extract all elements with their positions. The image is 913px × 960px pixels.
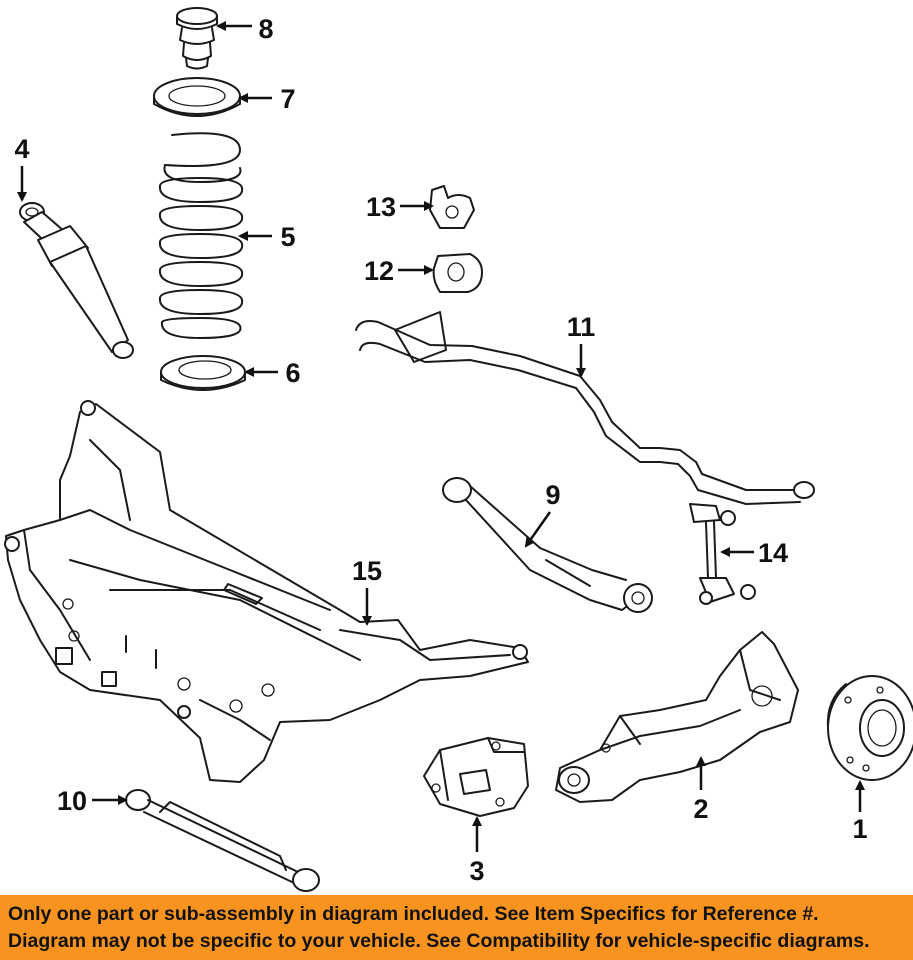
callout-2: 2 xyxy=(693,794,708,824)
callout-4: 4 xyxy=(14,134,29,164)
callout-1: 1 xyxy=(852,814,867,844)
callout-10: 10 xyxy=(57,786,87,816)
disclaimer-banner: Only one part or sub-assembly in diagram… xyxy=(0,895,913,960)
lower-control-arm-part xyxy=(125,789,320,892)
callout-14: 14 xyxy=(758,538,788,568)
callout-arrows xyxy=(17,21,865,852)
callout-8: 8 xyxy=(258,14,273,44)
stabilizer-bushing-part xyxy=(432,253,483,293)
callout-11: 11 xyxy=(567,312,596,342)
callout-6: 6 xyxy=(285,358,300,388)
stabilizer-bar-part xyxy=(355,311,815,505)
callout-3: 3 xyxy=(469,856,484,886)
callout-5: 5 xyxy=(280,222,295,252)
callout-9: 9 xyxy=(545,480,560,510)
stabilizer-link-part xyxy=(689,503,756,605)
lower-spring-seat-part xyxy=(160,355,246,391)
callout-15: 15 xyxy=(352,556,382,586)
shock-absorber-part xyxy=(19,202,134,359)
subframe-part xyxy=(4,400,529,783)
hub-bearing-part xyxy=(826,675,913,781)
callout-12: 12 xyxy=(364,256,394,286)
knuckle-part xyxy=(555,631,799,803)
stabilizer-bracket-part xyxy=(429,185,475,229)
disclaimer-line-1: Only one part or sub-assembly in diagram… xyxy=(8,903,819,925)
rear-suspension-diagram: 1 2 3 4 5 6 7 8 9 10 11 12 13 14 15 xyxy=(4,7,913,892)
callout-labels: 1 2 3 4 5 6 7 8 9 10 11 12 13 14 15 xyxy=(14,14,867,886)
mounting-bracket-part xyxy=(423,737,529,817)
coil-spring-part xyxy=(158,132,244,339)
callout-7: 7 xyxy=(280,84,295,114)
callout-13: 13 xyxy=(366,192,396,222)
arrow-9 xyxy=(524,511,552,548)
upper-spring-seat-part xyxy=(153,77,241,117)
bump-stop-part xyxy=(176,7,218,70)
upper-control-arm-part xyxy=(442,477,653,613)
disclaimer-line-2: Diagram may not be specific to your vehi… xyxy=(8,930,870,952)
